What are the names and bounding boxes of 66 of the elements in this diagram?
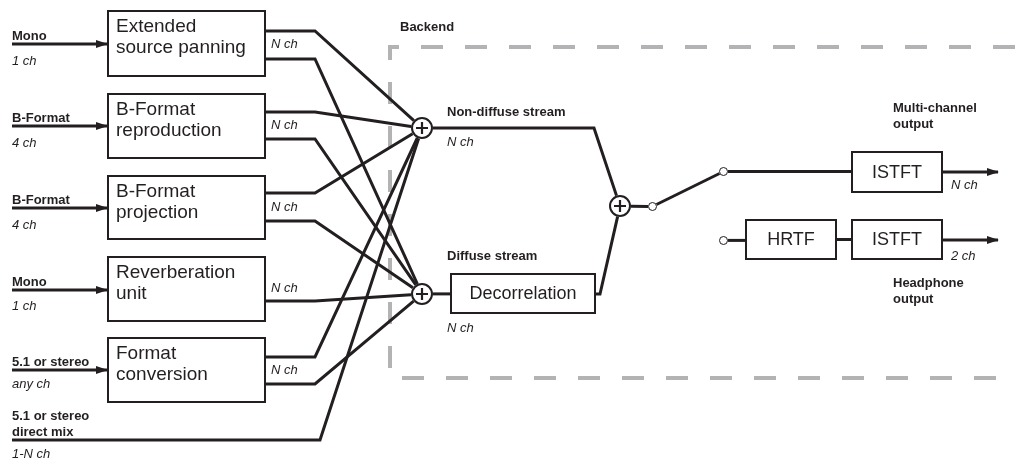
switch-contact <box>719 236 728 245</box>
connector-line <box>728 170 851 173</box>
connector-line <box>433 126 618 197</box>
connector-line <box>266 57 419 285</box>
signal-label: Headphone output <box>893 275 965 307</box>
signal-label: B-Format <box>12 192 70 208</box>
process-box: Extended source panning <box>107 10 266 77</box>
connector-line <box>837 238 851 241</box>
process-box: B-Format projection <box>107 175 266 240</box>
channel-count: N ch <box>271 199 298 215</box>
summing-junction <box>411 283 433 305</box>
process-box: Format conversion <box>107 337 266 403</box>
process-box: B-Format reproduction <box>107 93 266 159</box>
channel-count: 4 ch <box>12 217 37 233</box>
connector-line <box>655 172 721 206</box>
summing-junction <box>411 117 433 139</box>
arrow <box>12 366 108 374</box>
arrow <box>12 286 108 294</box>
process-box: Reverberation unit <box>107 256 266 322</box>
connector-line <box>266 132 414 195</box>
arrow <box>12 40 108 48</box>
process-box: ISTFT <box>851 219 943 260</box>
process-box: Decorrelation <box>450 273 596 314</box>
arrow <box>943 168 999 176</box>
signal-label: 5.1 or stereo <box>12 354 90 370</box>
process-box: HRTF <box>745 219 837 260</box>
connector-line <box>266 137 418 286</box>
channel-count: N ch <box>271 280 298 296</box>
channel-count: N ch <box>271 36 298 52</box>
signal-label: Diffuse stream <box>447 248 538 264</box>
arrow <box>943 236 999 244</box>
channel-count: 4 ch <box>12 135 37 151</box>
region-heading: Backend <box>400 19 455 34</box>
channel-count: any ch <box>12 376 51 392</box>
channel-count: 1-N ch <box>12 446 51 462</box>
connector-line <box>596 216 620 296</box>
connector-line <box>433 292 450 296</box>
channel-count: N ch <box>271 362 298 378</box>
connector-line <box>266 137 419 359</box>
summing-junction <box>609 195 631 217</box>
switch-contact <box>648 202 657 211</box>
signal-label: B-Format <box>12 110 70 126</box>
channel-count: N ch <box>951 177 978 193</box>
signal-label: Mono <box>12 28 47 44</box>
connector-line <box>266 293 412 303</box>
connector-line <box>266 219 414 290</box>
channel-count: N ch <box>447 320 474 336</box>
channel-count: N ch <box>447 134 474 150</box>
channel-count: 1 ch <box>12 53 37 69</box>
connector-line <box>266 110 412 128</box>
switch-contact <box>719 167 728 176</box>
signal-label: Multi-channel output <box>893 100 978 132</box>
channel-count: N ch <box>271 117 298 133</box>
process-box: ISTFT <box>851 151 943 193</box>
connector-line <box>12 138 421 442</box>
signal-label: 5.1 or stereo direct mix <box>12 408 122 440</box>
connector-line <box>266 29 415 122</box>
signal-label: Mono <box>12 274 47 290</box>
channel-count: 1 ch <box>12 298 37 314</box>
connector-line <box>631 204 648 208</box>
arrow <box>12 122 108 130</box>
connector-line <box>728 238 745 242</box>
edge-label: Non-diffuse stream <box>447 104 566 120</box>
arrow <box>12 204 108 212</box>
channel-count: 2 ch <box>951 248 976 264</box>
connector-line <box>266 299 415 386</box>
